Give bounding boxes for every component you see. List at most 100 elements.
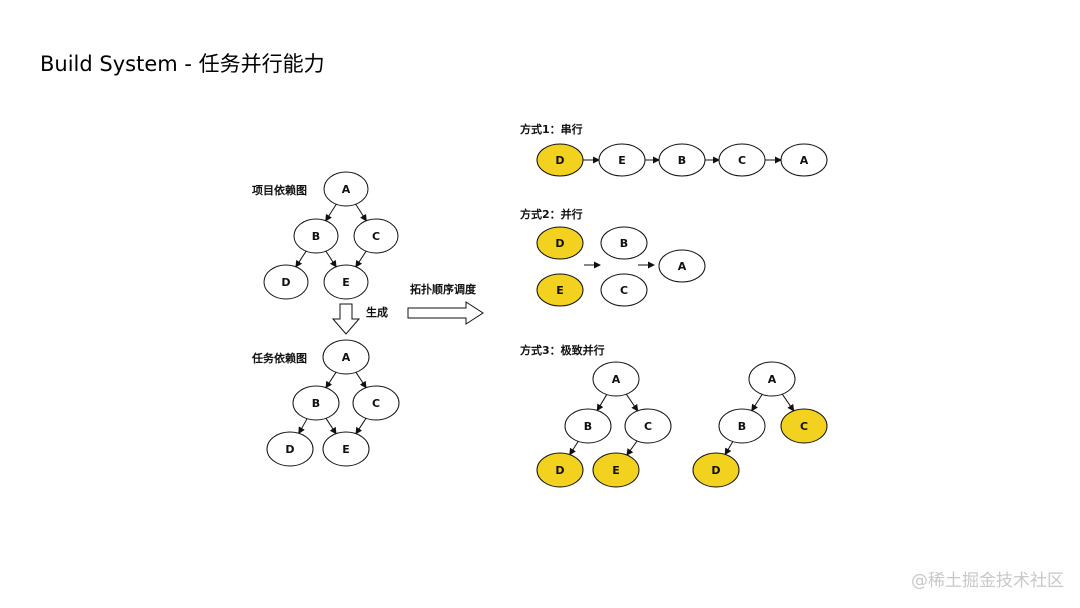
topo-schedule-right-arrow — [407, 301, 484, 325]
edge-a-b — [751, 394, 763, 412]
node-label: C — [372, 230, 380, 243]
node-shape — [564, 408, 612, 444]
node-c: C — [624, 408, 672, 444]
node-label: D — [711, 464, 720, 477]
node-shape — [352, 385, 400, 421]
edge-b-d — [298, 418, 308, 435]
node-d: D — [536, 226, 584, 260]
task-dependency-graph: A B C D E — [266, 339, 400, 467]
generate-label: 生成 — [366, 305, 388, 319]
topo-schedule-label: 拓扑顺序调度 — [410, 282, 477, 296]
node-shape — [600, 226, 648, 260]
node-shape — [592, 361, 640, 397]
node-label: C — [738, 154, 746, 167]
node-shape — [536, 226, 584, 260]
node-d: D — [692, 452, 740, 488]
slide-title: Build System - 任务并行能力 — [40, 52, 325, 76]
node-label: A — [342, 183, 351, 196]
node-label: E — [342, 443, 350, 456]
node-shape — [592, 452, 640, 488]
mode3-label: 方式3：极致并行 — [520, 343, 605, 357]
node-label: C — [620, 284, 628, 297]
edge-a-b — [325, 203, 337, 222]
watermark: @稀土掘金技术社区 — [911, 571, 1064, 591]
edge-b-d — [295, 250, 307, 268]
node-label: D — [555, 464, 564, 477]
node-label: A — [678, 260, 687, 273]
node-label: D — [555, 237, 564, 250]
node-shape — [780, 143, 828, 177]
node-c: C — [352, 385, 400, 421]
node-a: A — [780, 143, 828, 177]
node-shape — [536, 143, 584, 177]
edge-b-e — [325, 250, 337, 268]
node-d: D — [536, 143, 584, 177]
edge-b-e — [325, 418, 337, 435]
node-e: E — [536, 273, 584, 307]
node-shape — [353, 218, 399, 254]
node-shape — [598, 143, 646, 177]
node-b: B — [718, 408, 766, 444]
edge-b-d — [569, 441, 579, 456]
node-label: B — [620, 237, 628, 250]
node-label: E — [612, 464, 620, 477]
node-shape — [658, 249, 706, 283]
edge-a-c — [781, 393, 795, 412]
node-label: A — [612, 373, 621, 386]
node-shape — [323, 171, 369, 207]
node-b: B — [564, 408, 612, 444]
node-label: A — [342, 351, 351, 364]
node-a: A — [748, 361, 796, 397]
node-shape — [536, 273, 584, 307]
node-d: D — [266, 431, 314, 467]
node-shape — [536, 452, 584, 488]
edge-a-b — [596, 394, 608, 412]
node-label: B — [584, 420, 592, 433]
node-shape — [600, 273, 648, 307]
node-label: C — [372, 397, 380, 410]
node-shape — [692, 452, 740, 488]
node-shape — [322, 431, 370, 467]
node-shape — [658, 143, 706, 177]
node-c: C — [780, 408, 828, 444]
node-label: B — [312, 397, 320, 410]
node-e: E — [592, 452, 640, 488]
node-shape — [322, 339, 370, 375]
parallel-mode-graph: D B E C A — [536, 226, 706, 307]
node-shape — [748, 361, 796, 397]
node-b: B — [658, 143, 706, 177]
node-shape — [718, 143, 766, 177]
node-shape — [266, 431, 314, 467]
edge-a-c — [355, 372, 367, 389]
node-b: B — [600, 226, 648, 260]
edge-c-e — [355, 250, 367, 268]
node-shape — [718, 408, 766, 444]
node-a: A — [592, 361, 640, 397]
node-b: B — [292, 385, 340, 421]
node-c: C — [718, 143, 766, 177]
generate-down-arrow — [331, 303, 361, 335]
node-label: B — [678, 154, 686, 167]
node-label: E — [556, 284, 564, 297]
node-label: E — [618, 154, 626, 167]
node-label: D — [281, 276, 290, 289]
node-shape — [323, 264, 369, 300]
edge-c-e — [355, 418, 367, 435]
node-c: C — [353, 218, 399, 254]
project-graph-label: 项目依赖图 — [252, 183, 307, 197]
edge-b-d — [724, 441, 734, 456]
extreme-parallel-left-graph: A B C D E — [536, 361, 672, 488]
node-label: D — [285, 443, 294, 456]
node-label: A — [768, 373, 777, 386]
node-a: A — [323, 171, 369, 207]
edge-a-c — [625, 393, 639, 412]
node-c: C — [600, 273, 648, 307]
node-label: A — [800, 154, 809, 167]
node-d: D — [263, 264, 309, 300]
node-shape — [293, 218, 339, 254]
edge-a-c — [355, 203, 367, 222]
edge-a-b — [325, 372, 337, 389]
